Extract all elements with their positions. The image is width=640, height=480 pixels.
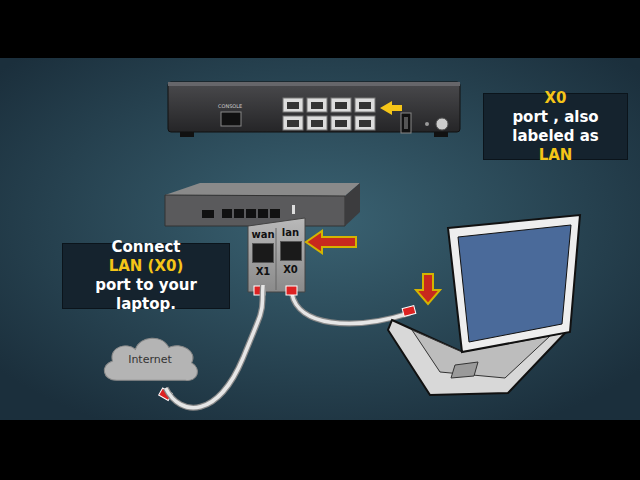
port-panel: wanX1 — [250, 229, 276, 285]
port-socket — [252, 243, 274, 263]
node-text: wan — [251, 229, 274, 240]
node-text: port to your laptop. — [72, 276, 220, 314]
node-text: X0 — [283, 264, 298, 275]
background — [0, 58, 640, 420]
node-text: LAN — [539, 146, 573, 165]
node-text: Internet — [128, 353, 172, 366]
node-text: port , also labeled as — [493, 108, 618, 146]
firewall-rear — [168, 82, 460, 137]
internet-cloud: Internet — [98, 330, 202, 388]
node-text: X0 — [544, 89, 566, 108]
port-panel: lanX0 — [277, 227, 304, 285]
node-text: Connect — [112, 238, 181, 257]
port-label: CONSOLE — [218, 103, 242, 109]
callout-box: X0port , also labeled asLAN — [483, 93, 628, 160]
node-text: lan — [282, 227, 299, 238]
pointer-arrow — [306, 231, 356, 253]
pointer-arrow — [416, 274, 440, 304]
port-socket — [280, 241, 302, 261]
instruction-box: ConnectLAN (X0)port to your laptop. — [62, 243, 230, 309]
node-text: LAN (X0) — [109, 257, 184, 276]
laptop — [388, 215, 580, 395]
node-text: X1 — [256, 266, 271, 277]
